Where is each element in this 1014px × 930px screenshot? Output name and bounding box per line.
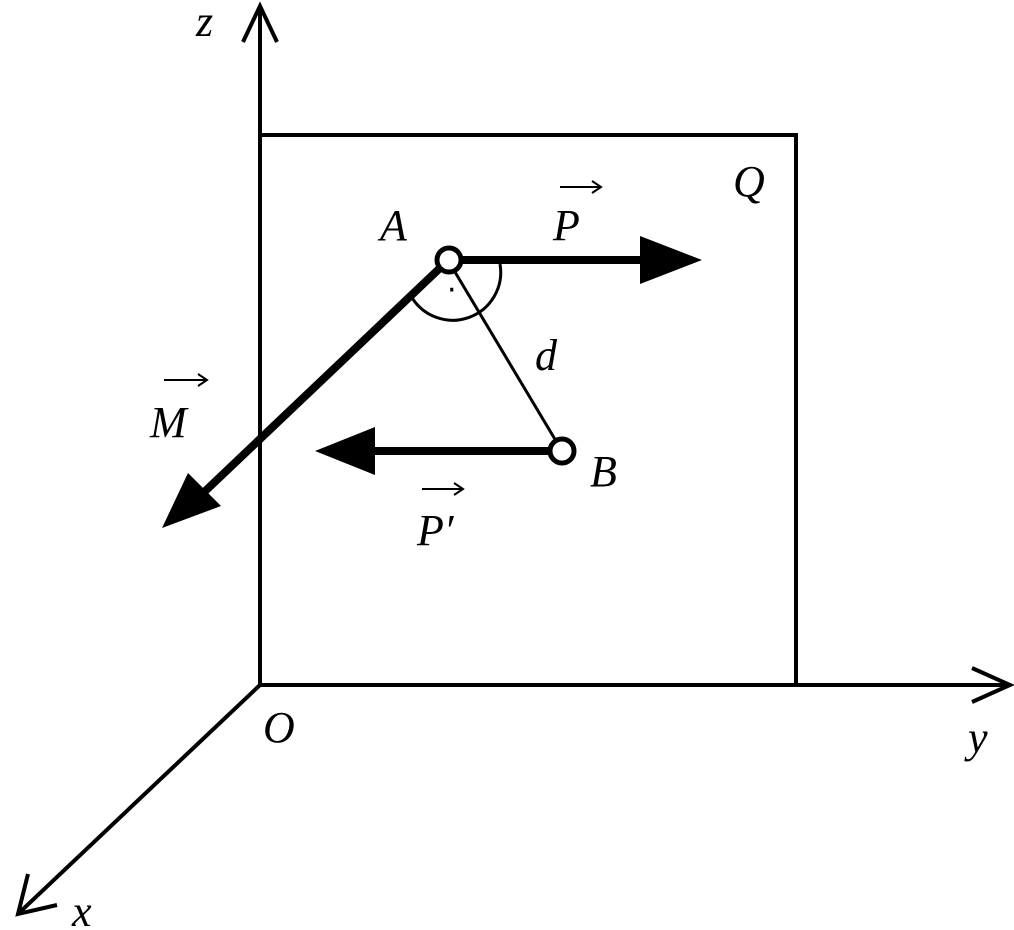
- distance-label: d: [535, 331, 558, 380]
- point-a-label: A: [377, 201, 408, 250]
- plane-q-outline: [258, 133, 798, 685]
- axes: [15, 1, 1014, 917]
- x-axis-line: [18, 683, 262, 914]
- right-angle-dot: ·: [447, 273, 457, 308]
- y-axis-arrowhead: [971, 666, 1014, 704]
- vector-p-prime-label: P′: [416, 506, 455, 555]
- vector-p-prime-overarrow-head: [453, 482, 465, 496]
- vector-p-arrowhead: [640, 236, 702, 284]
- plane-q: [258, 133, 798, 685]
- z-axis-arrowhead: [241, 1, 279, 43]
- distance-segment-d: [447, 261, 564, 452]
- point-b-marker: [547, 436, 577, 466]
- plane-q-label: Q: [733, 157, 765, 206]
- vector-m-shaft: [197, 265, 443, 499]
- y-axis-label: y: [964, 713, 988, 762]
- origin-label: O: [263, 703, 295, 752]
- vector-m-overarrow-head: [197, 373, 209, 387]
- point-b-label: B: [590, 447, 617, 496]
- vector-p: [459, 236, 702, 284]
- vector-p-prime-arrowhead: [315, 427, 375, 475]
- vector-p-overarrow-head: [591, 180, 603, 194]
- x-axis-label: x: [71, 887, 92, 930]
- vector-p-label: P: [552, 201, 580, 250]
- vector-p-prime: [315, 427, 550, 475]
- vector-m-arrowhead: [162, 473, 221, 528]
- vector-m: [162, 265, 443, 528]
- x-axis-arrowhead: [15, 873, 58, 917]
- point-a-marker: [434, 245, 464, 275]
- z-axis-label: z: [195, 0, 213, 46]
- vector-p-prime-label-group: P′: [416, 482, 465, 555]
- vector-p-label-group: P: [552, 180, 603, 250]
- vector-m-label-group: M: [149, 373, 209, 447]
- right-angle-arc: [409, 263, 503, 322]
- vector-m-label: M: [149, 398, 189, 447]
